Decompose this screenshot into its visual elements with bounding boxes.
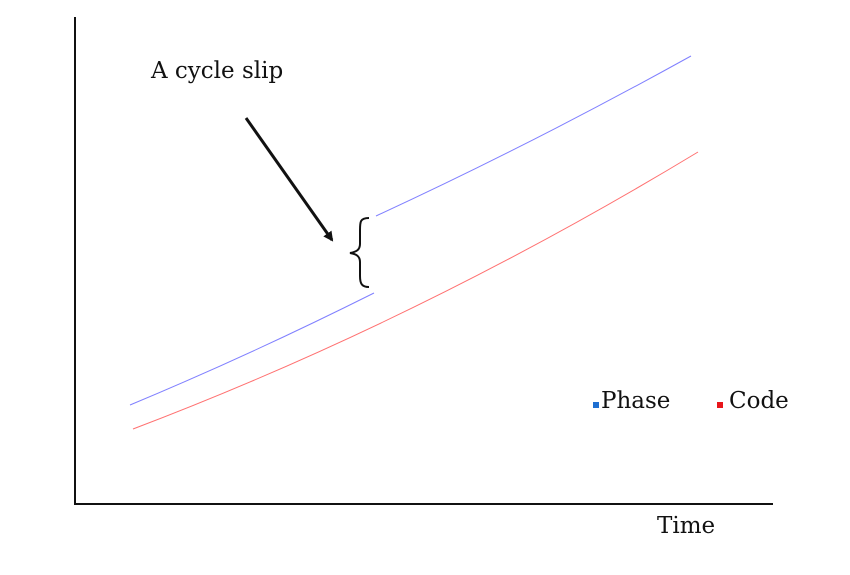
legend-item-code: Code — [717, 388, 789, 414]
cycle-slip-annotation: A cycle slip — [151, 58, 284, 84]
curly-brace-icon — [349, 217, 370, 288]
code-swatch-icon — [717, 402, 723, 408]
legend-label-code: Code — [729, 388, 789, 414]
phase-swatch-icon — [593, 402, 599, 408]
legend-label-phase: Phase — [601, 388, 671, 414]
arrow-icon — [244, 117, 334, 242]
phase-line-after-slip — [375, 55, 692, 217]
x-axis-label: Time — [657, 513, 716, 539]
phase-line-before-slip — [129, 292, 375, 406]
legend-item-phase: Phase — [593, 388, 670, 414]
code-line — [132, 151, 699, 430]
